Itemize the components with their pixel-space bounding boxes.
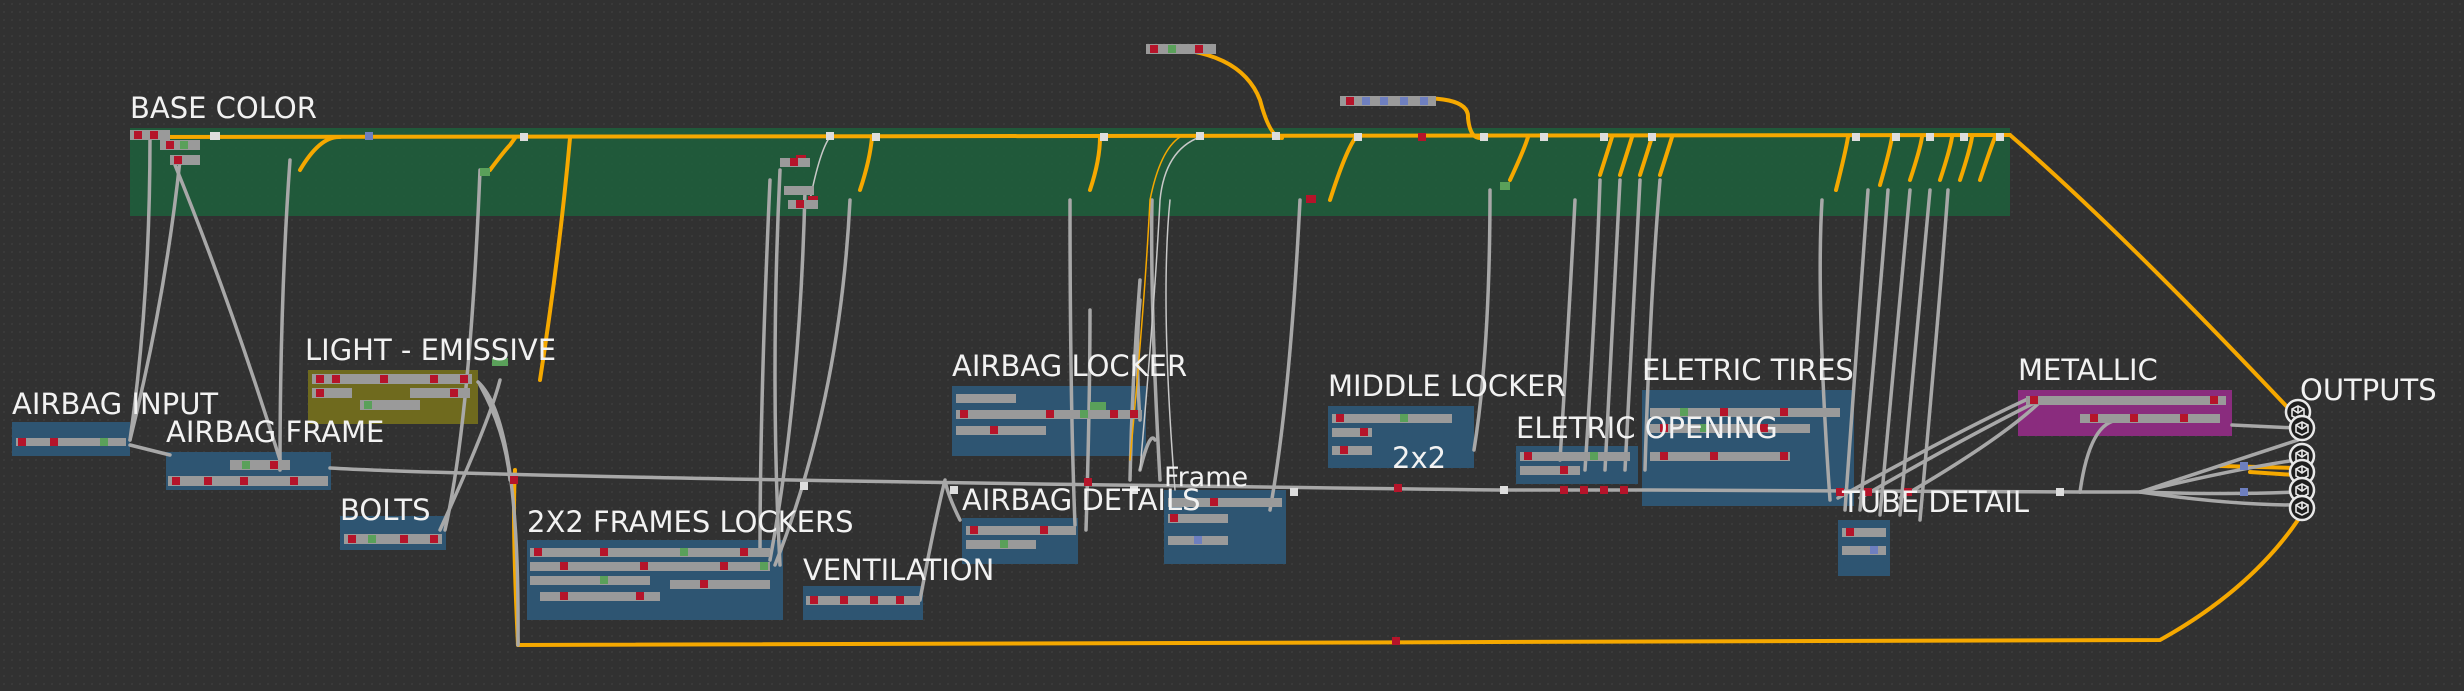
frame-bolts[interactable] xyxy=(340,516,446,550)
node-cluster-tube-detail[interactable] xyxy=(1842,528,1886,555)
node-cluster-bolts[interactable] xyxy=(344,534,442,544)
frame-label-base-color: BASE COLOR xyxy=(130,91,317,125)
node-cluster-airbag-input[interactable] xyxy=(16,438,126,446)
frame-label-2x2: 2x2 xyxy=(1392,441,1446,475)
frame-label-airbag-frame: AIRBAG FRAME xyxy=(166,415,384,449)
cube-icon[interactable] xyxy=(2288,476,2316,504)
green-sockets xyxy=(480,168,1510,410)
node-cluster-airbag-frame[interactable] xyxy=(168,460,328,486)
frame-label-eletric-opening: ELETRIC OPENING xyxy=(1516,411,1778,445)
thin-color-wire xyxy=(1129,136,1181,461)
node-cluster-eletric-opening[interactable] xyxy=(1520,452,1630,475)
frame-label-2x2-frames-lockers: 2X2 FRAMES LOCKERS xyxy=(527,505,854,539)
frame-label-metallic: METALLIC xyxy=(2018,353,2158,387)
node-cluster-frame[interactable] xyxy=(1168,498,1282,545)
frame-label-bolts: BOLTS xyxy=(340,493,431,527)
frame-label-ventilation: VENTILATION xyxy=(803,553,994,587)
frame-label-eletric-tires: ELETRIC TIRES xyxy=(1642,353,1854,387)
frame-label-light-emissive: LIGHT - EMISSIVE xyxy=(305,333,556,367)
frame-label-airbag-input: AIRBAG INPUT xyxy=(12,387,218,421)
frame-label-middle-locker: MIDDLE LOCKER xyxy=(1328,369,1566,403)
frame-label-frame: Frame xyxy=(1164,462,1248,493)
node-cluster-middle-locker[interactable] xyxy=(1332,414,1452,455)
node-strip[interactable] xyxy=(130,130,373,165)
node-top-float[interactable] xyxy=(1146,44,1436,106)
frame-label-airbag-details: AIRBAG DETAILS xyxy=(962,483,1201,517)
cube-icon[interactable] xyxy=(2288,494,2316,522)
node-cluster-airbag-details[interactable] xyxy=(966,526,1076,549)
node-cluster-metallic[interactable] xyxy=(2026,396,2226,423)
float-wires[interactable] xyxy=(128,135,2300,647)
frame-label-tube-detail: TUBE DETAIL xyxy=(1841,485,2029,519)
node-cluster-ventilation[interactable] xyxy=(806,596,920,605)
cube-icon[interactable] xyxy=(2288,414,2316,442)
node-cluster-airbag-locker[interactable] xyxy=(956,394,1142,435)
reroute-points[interactable] xyxy=(520,132,2064,496)
frame-label-airbag-locker: AIRBAG LOCKER xyxy=(952,349,1187,383)
outputs-group[interactable] xyxy=(2240,398,2316,522)
node-cluster-eletric-tires[interactable] xyxy=(1650,408,1840,461)
frame-eletric-opening[interactable] xyxy=(1516,446,1638,484)
frame-label-outputs: OUTPUTS xyxy=(2300,373,2437,407)
node-cluster-base-color-mid[interactable] xyxy=(780,158,818,209)
node-cluster-frames-lockers[interactable] xyxy=(530,548,770,601)
node-cluster-light-emissive[interactable] xyxy=(312,374,472,410)
